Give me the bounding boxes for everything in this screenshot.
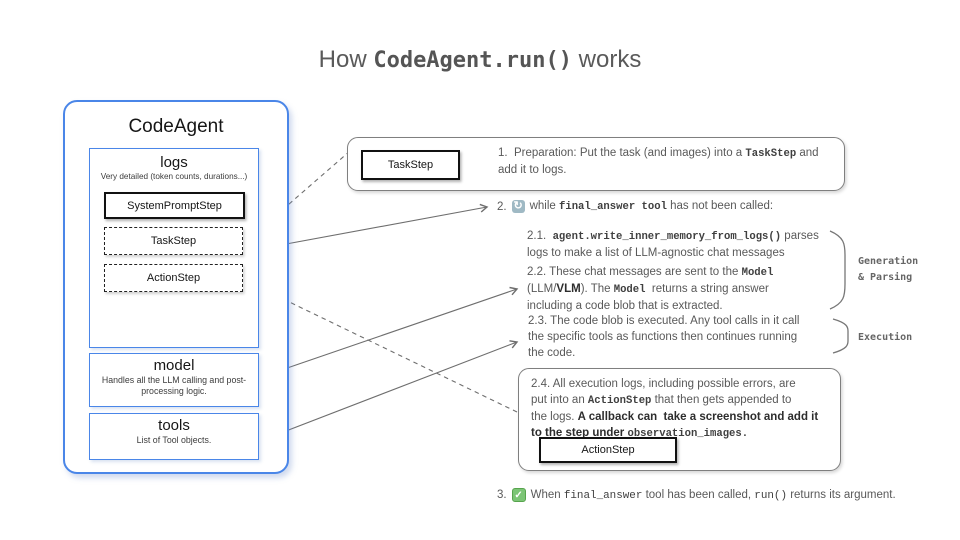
logs-box: logs Very detailed (token counts, durati… xyxy=(89,148,259,348)
step22-text: 2.2. These chat messages are sent to the… xyxy=(527,266,774,312)
step21-text: 2.1. agent.write_inner_memory_from_logs(… xyxy=(527,230,819,259)
title-prefix: How xyxy=(318,46,374,73)
tools-box: tools List of Tool objects. xyxy=(89,413,259,460)
logs-title: logs xyxy=(160,154,188,171)
logs-subtitle: Very detailed (token counts, durations..… xyxy=(100,172,248,181)
step23-text: 2.3. The code blob is executed. Any tool… xyxy=(528,315,800,359)
actionstep-annotation-box: ActionStep xyxy=(539,437,677,463)
model-title: model xyxy=(153,357,195,374)
taskstep-annotation-box: TaskStep xyxy=(361,150,460,180)
step1-text: 1. Preparation: Put the task (and images… xyxy=(498,147,819,176)
step24-text: 2.4. All execution logs, including possi… xyxy=(531,378,819,440)
step1-note: TaskStep 1. Preparation: Put the task (a… xyxy=(347,137,845,191)
step2-text: while final_answer tool has not been cal… xyxy=(529,200,774,213)
tools-title: tools xyxy=(158,417,190,434)
title-suffix: works xyxy=(572,46,642,73)
check-icon: ✓ xyxy=(511,488,526,502)
page-title: How CodeAgent.run() works xyxy=(0,46,960,74)
step3-text: When final_answer tool has been called, … xyxy=(530,488,896,502)
codeagent-container: CodeAgent logs Very detailed (token coun… xyxy=(63,100,289,474)
taskstep-box: TaskStep xyxy=(104,227,243,255)
arrow-tools-step23 xyxy=(258,340,519,443)
arrow-note24-to-actionstep xyxy=(248,281,518,413)
step3-number: 3. xyxy=(497,489,507,501)
tools-subtitle: List of Tool objects. xyxy=(136,435,212,445)
arrow-logs-to-step2 xyxy=(258,203,489,250)
step3-line: 3. ✓ When final_answer tool has been cal… xyxy=(497,488,896,502)
model-box: model Handles all the LLM calling and po… xyxy=(89,353,259,407)
codeagent-title: CodeAgent xyxy=(128,116,224,137)
loop-icon: ↻ xyxy=(511,200,525,213)
title-code: CodeAgent.run() xyxy=(373,48,573,73)
arrow-model-step22 xyxy=(259,286,519,380)
step2-line: 2. ↻ while final_answer tool has not bee… xyxy=(497,200,773,213)
step24-note: 2.4. All execution logs, including possi… xyxy=(518,368,841,471)
generation-parsing-label: Generation & Parsing xyxy=(858,256,919,283)
execution-label: Execution xyxy=(858,332,913,343)
systempromptstep-box: SystemPromptStep xyxy=(104,192,245,219)
step2-number: 2. xyxy=(497,200,507,213)
model-subtitle: Handles all the LLM calling and post-pro… xyxy=(101,375,247,396)
actionstep-box: ActionStep xyxy=(104,264,243,292)
